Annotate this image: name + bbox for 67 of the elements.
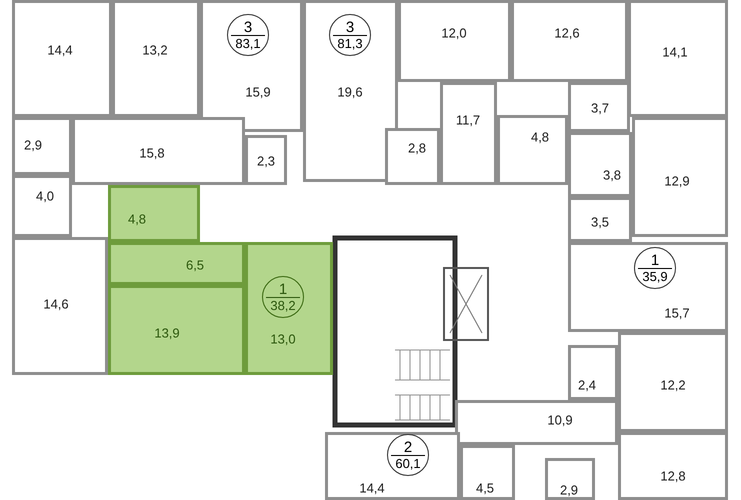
room — [618, 332, 728, 432]
room-area: 2,9 — [24, 138, 42, 152]
room — [455, 400, 618, 445]
room — [325, 432, 460, 500]
room — [497, 115, 568, 185]
room-area: 4,8 — [128, 212, 146, 226]
room-area: 14,6 — [43, 296, 69, 312]
room — [385, 128, 440, 185]
room — [440, 82, 497, 185]
room-area: 4,8 — [530, 130, 550, 144]
room — [108, 185, 200, 242]
room-area: 13,9 — [154, 326, 180, 340]
room — [112, 0, 200, 117]
room — [245, 242, 333, 375]
room — [632, 117, 728, 237]
apartment-badge: 1 35,9 — [634, 247, 676, 289]
apartment-badge: 1 38,2 — [262, 276, 304, 318]
room — [12, 175, 72, 237]
room — [303, 0, 398, 182]
room-area: 2,9 — [560, 482, 578, 498]
room-area: 3,8 — [602, 168, 622, 182]
room-area: 4,0 — [36, 188, 54, 204]
room-area: 14,4 — [359, 480, 385, 496]
room — [568, 345, 618, 400]
room — [545, 458, 595, 500]
room — [511, 0, 628, 82]
room — [398, 0, 511, 82]
room-area: 6,5 — [186, 258, 204, 272]
room-area: 15,7 — [664, 306, 690, 320]
room — [618, 432, 728, 500]
room — [108, 285, 245, 375]
room-area: 15,8 — [139, 146, 165, 160]
room — [72, 117, 245, 185]
room-area: 2,3 — [256, 154, 276, 168]
room-area: 2,8 — [408, 140, 426, 156]
room-area: 4,5 — [476, 480, 494, 496]
room — [12, 117, 72, 175]
room-area: 14,1 — [662, 44, 688, 60]
room-area: 12,2 — [660, 378, 686, 392]
room — [12, 0, 112, 117]
room-area: 3,7 — [590, 100, 610, 116]
room-area: 11,7 — [456, 112, 480, 128]
room-area: 19,6 — [337, 84, 363, 100]
room — [200, 0, 303, 132]
room — [568, 132, 632, 197]
room — [628, 0, 728, 117]
room-area: 12,8 — [660, 468, 686, 484]
room-area: 12,0 — [441, 26, 467, 40]
room-area: 10,9 — [547, 412, 573, 428]
room — [568, 197, 632, 242]
apartment-badge: 3 81,3 — [329, 14, 371, 56]
room-area: 14,4 — [47, 42, 73, 58]
room — [245, 135, 287, 185]
room-area: 13,2 — [142, 42, 168, 58]
room-area: 15,9 — [245, 84, 271, 100]
room — [12, 237, 108, 375]
room-area: 3,5 — [590, 214, 610, 230]
room-area: 13,0 — [270, 332, 296, 346]
apartment-badge: 2 60,1 — [387, 434, 429, 476]
room — [460, 445, 515, 500]
room-area: 2,4 — [578, 378, 596, 392]
apartment-badge: 3 83,1 — [227, 14, 269, 56]
room — [568, 242, 728, 332]
room — [568, 82, 630, 132]
room-area: 12,6 — [554, 26, 580, 40]
room-area: 12,9 — [664, 174, 690, 188]
room — [108, 242, 245, 285]
